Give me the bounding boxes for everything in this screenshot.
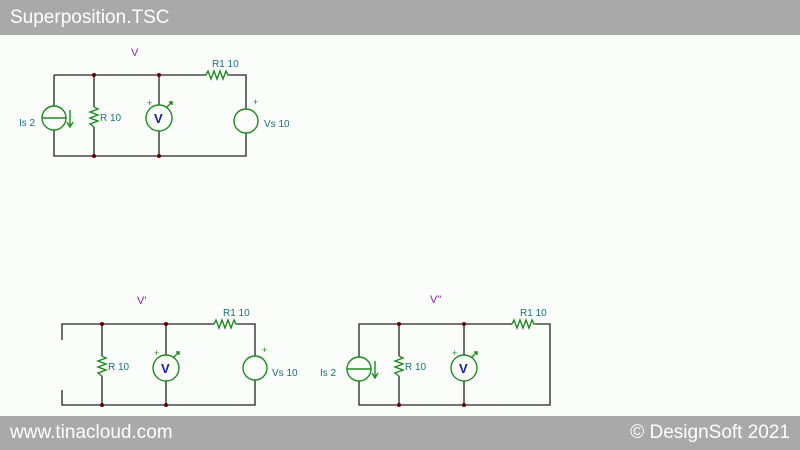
circuit-full: V Is 2 R 10 V + R1 10 + Vs 10 bbox=[19, 47, 290, 158]
node-dot bbox=[164, 322, 168, 326]
node-dot bbox=[92, 73, 96, 77]
voltmeter-v-icon: V bbox=[161, 361, 170, 376]
current-source-is[interactable] bbox=[346, 356, 379, 382]
node-dot bbox=[397, 403, 401, 407]
node-dot bbox=[462, 322, 466, 326]
voltage-source-vs[interactable] bbox=[233, 108, 259, 134]
window-title: Superposition.TSC bbox=[10, 7, 170, 28]
footer-bar: www.tinacloud.com © DesignSoft 2021 bbox=[0, 416, 800, 450]
voltmeter[interactable] bbox=[145, 101, 173, 132]
resistor-r[interactable] bbox=[393, 355, 405, 377]
footer-copyright: © DesignSoft 2021 bbox=[630, 422, 790, 443]
r1-label: R1 10 bbox=[212, 59, 239, 70]
circuit-is-only: V" Is 2 R 10 V + R1 10 bbox=[320, 294, 551, 407]
voltage-source-vs[interactable] bbox=[242, 355, 268, 381]
node-dot bbox=[100, 403, 104, 407]
plus-sign: + bbox=[262, 345, 267, 355]
is-label: Is 2 bbox=[320, 368, 337, 379]
r1-label: R1 10 bbox=[520, 308, 547, 319]
plus-sign: + bbox=[452, 348, 457, 358]
circuit-is-only-title: V" bbox=[430, 294, 441, 306]
vs-label: Vs 10 bbox=[272, 368, 298, 379]
r1-label: R1 10 bbox=[223, 308, 250, 319]
voltmeter-v-icon: V bbox=[154, 111, 163, 126]
node-dot bbox=[157, 154, 161, 158]
voltmeter[interactable] bbox=[152, 351, 180, 382]
circuit-is-only-wires bbox=[358, 323, 551, 406]
current-source-is[interactable] bbox=[41, 105, 74, 131]
resistor-r1[interactable] bbox=[511, 318, 536, 330]
node-dot bbox=[397, 322, 401, 326]
resistor-r1[interactable] bbox=[205, 69, 230, 81]
circuit-vs-only-wires bbox=[61, 323, 256, 406]
r-label: R 10 bbox=[100, 113, 122, 124]
voltmeter-v-icon: V bbox=[459, 361, 468, 376]
plus-sign: + bbox=[253, 97, 258, 107]
circuit-vs-only: V' R 10 V + R1 10 + Vs 10 bbox=[61, 295, 298, 407]
node-dot bbox=[164, 403, 168, 407]
vs-label: Vs 10 bbox=[264, 119, 290, 130]
title-bar: Superposition.TSC bbox=[0, 0, 800, 35]
footer-website-link[interactable]: www.tinacloud.com bbox=[10, 422, 173, 443]
node-dot bbox=[157, 73, 161, 77]
r-label: R 10 bbox=[108, 362, 130, 373]
circuit-full-wires bbox=[53, 74, 247, 157]
circuit-full-title: V bbox=[131, 47, 139, 59]
resistor-r[interactable] bbox=[96, 355, 108, 377]
node-dot bbox=[92, 154, 96, 158]
circuit-vs-only-title: V' bbox=[137, 295, 146, 307]
node-dot bbox=[100, 322, 104, 326]
is-label: Is 2 bbox=[19, 118, 36, 129]
voltmeter[interactable] bbox=[450, 351, 478, 382]
plus-sign: + bbox=[147, 98, 152, 108]
plus-sign: + bbox=[154, 348, 159, 358]
node-dot bbox=[462, 403, 466, 407]
r-label: R 10 bbox=[405, 362, 427, 373]
resistor-r[interactable] bbox=[88, 106, 100, 128]
resistor-r1[interactable] bbox=[213, 318, 238, 330]
